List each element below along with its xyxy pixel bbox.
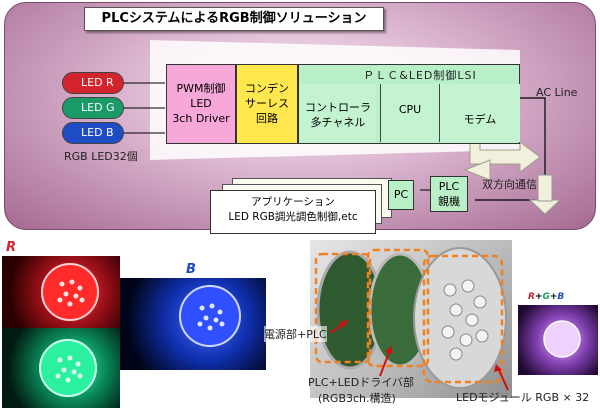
controller-block: コントローラ 多チャネル bbox=[300, 84, 376, 142]
mix-g: G bbox=[542, 292, 550, 302]
led-b: LED B bbox=[62, 122, 124, 144]
mix-label: R+G+B bbox=[528, 292, 564, 302]
blue-label: B bbox=[186, 262, 196, 277]
mixed-led-photo bbox=[518, 305, 598, 375]
diagram-title: PLCシステムによるRGB制御ソリューション bbox=[84, 7, 384, 31]
power-plc-label: 電源部+PLC bbox=[264, 326, 327, 342]
led-caption: RGB LED32個 bbox=[64, 150, 138, 163]
led-g: LED G bbox=[62, 97, 124, 119]
green-led-photo bbox=[2, 328, 120, 408]
red-led-photo bbox=[2, 256, 120, 328]
mix-b: B bbox=[557, 292, 565, 302]
mix-r: R bbox=[528, 292, 535, 302]
bidirectional-label: 双方向通信 bbox=[482, 178, 537, 191]
driver-label-1: PLC+LEDドライバ部 bbox=[308, 376, 414, 389]
mix-plus-2: + bbox=[549, 292, 558, 302]
driver-label-2: (RGB3ch.構造) bbox=[318, 392, 396, 405]
lsi-title: ＰＬＣ&LED制御LSI bbox=[363, 69, 477, 82]
application-block: アプリケーション LED RGB調光調色制御,etc bbox=[210, 190, 376, 234]
module-photo bbox=[310, 240, 512, 398]
ac-line-label: AC Line bbox=[536, 86, 578, 99]
led-module-label: LEDモジュール RGB × 32 bbox=[456, 391, 590, 404]
cpu-block: CPU bbox=[380, 84, 440, 142]
modem-block: モデム bbox=[440, 84, 520, 142]
capacitorless-block: コンデン サーレス 回路 bbox=[236, 64, 298, 144]
mix-plus-1: + bbox=[534, 292, 543, 302]
blue-led-photo bbox=[120, 278, 266, 370]
pc-block: PC bbox=[388, 180, 414, 210]
led-r: LED R bbox=[62, 72, 124, 94]
pwm-driver-block: PWM制御 LED 3ch Driver bbox=[166, 64, 236, 144]
plc-parent-block: PLC 親機 bbox=[430, 176, 468, 212]
red-label: R bbox=[6, 240, 17, 255]
